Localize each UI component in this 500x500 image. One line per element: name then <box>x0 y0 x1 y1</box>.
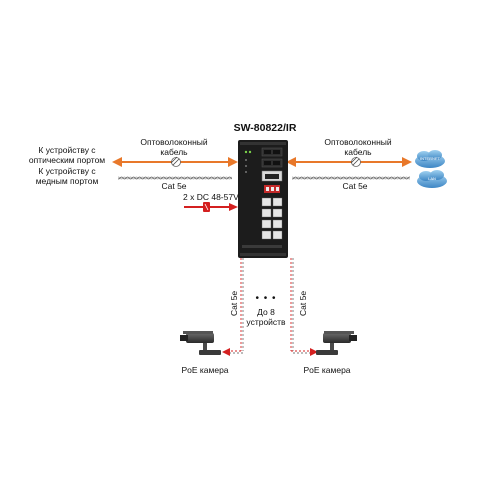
bottom-right-cat-label: Cat 5e <box>298 290 308 316</box>
switch-model-label: SW-80822/IR <box>233 122 297 134</box>
right-fiber-line <box>286 156 412 167</box>
left-vertical-cable <box>222 258 244 356</box>
more-devices-dots: • • • <box>255 293 277 304</box>
left-fiber-line <box>112 156 238 167</box>
power-line <box>184 202 238 212</box>
switch-device <box>238 140 288 258</box>
right-copper-line <box>292 176 410 180</box>
camera-left-icon <box>180 331 221 355</box>
power-plug-icon <box>203 202 210 212</box>
status-leds <box>242 150 282 248</box>
power-terminal <box>264 185 280 193</box>
right-cat-label: Cat 5e <box>342 181 368 191</box>
uplink-ports <box>261 170 283 182</box>
fiber-coupler-icon <box>350 156 361 167</box>
fiber-coupler-icon <box>170 156 181 167</box>
camera-right-icon <box>316 331 357 355</box>
camera-left-label: PoE камера <box>181 365 229 375</box>
poe-ports <box>261 197 283 240</box>
cloud-lan-label: LAN <box>428 176 436 181</box>
cloud-lan-icon <box>417 170 447 188</box>
right-fiber-label: Оптоволоконный кабель <box>324 137 392 157</box>
left-copper-line <box>118 176 232 180</box>
sfp-ports <box>261 147 283 168</box>
power-label: 2 x DC 48-57V <box>183 192 239 202</box>
left-fiber-label: Оптоволоконный кабель <box>140 137 208 157</box>
left-cat-label: Cat 5e <box>161 181 187 191</box>
right-vertical-cable <box>290 258 318 356</box>
left-optical-device-label: К устройству с оптическим портом <box>28 145 106 165</box>
camera-right-label: PoE камера <box>303 365 351 375</box>
bottom-left-cat-label: Cat 5e <box>229 290 239 316</box>
left-copper-device-label: К устройству с медным портом <box>35 166 99 186</box>
cloud-internet-icon <box>415 150 445 168</box>
device-count-label: До 8 устройств <box>246 307 286 327</box>
cloud-internet-label: INTERNET <box>420 156 440 161</box>
